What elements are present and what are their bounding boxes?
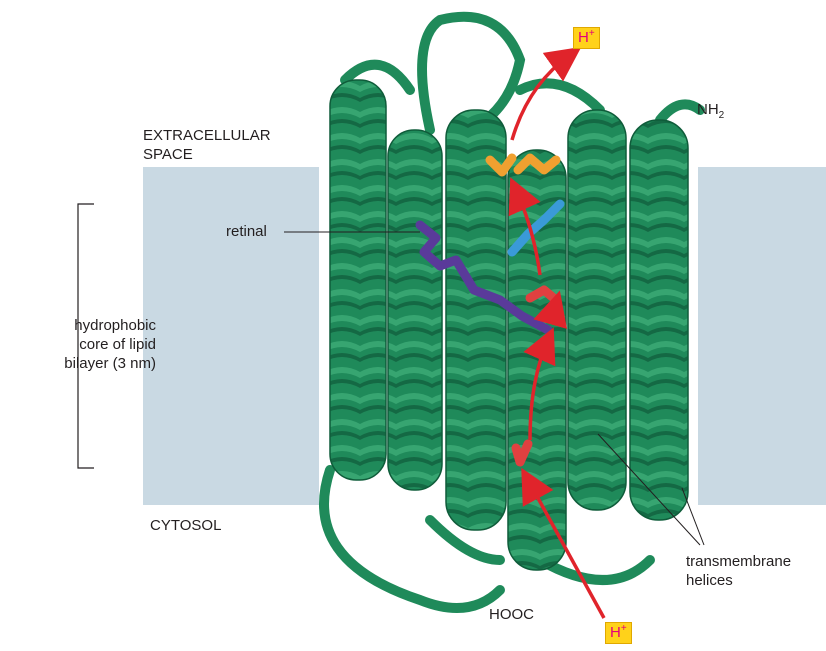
transmembrane-helices (330, 80, 688, 570)
nh2-label: NH2 (697, 100, 724, 121)
hooc-label: HOOC (489, 605, 534, 624)
extracellular-line-2: SPACE (143, 145, 271, 164)
cytosol-label: CYTOSOL (150, 516, 221, 535)
proton-charge: + (621, 623, 627, 634)
core-line-2: core of lipid (8, 335, 156, 354)
extracellular-label: EXTRACELLULAR SPACE (143, 126, 271, 164)
transmembrane-helices-label: transmembrane helices (686, 552, 791, 590)
helix-a (330, 80, 386, 480)
proton-symbol: H (610, 624, 621, 641)
proton-symbol: H (578, 29, 589, 46)
proton-badge-cytosolic: H+ (605, 622, 632, 644)
helix-f (630, 120, 688, 520)
helices-line-2: helices (686, 571, 791, 590)
helix-e (568, 110, 626, 510)
hydrophobic-core-label: hydrophobic core of lipid bilayer (3 nm) (8, 316, 156, 373)
helix-b (388, 130, 442, 490)
lipid-bilayer-left (143, 167, 319, 505)
proton-badge-extracellular: H+ (573, 27, 600, 49)
core-line-1: hydrophobic (8, 316, 156, 335)
retinal-label: retinal (226, 222, 267, 241)
proton-charge: + (589, 28, 595, 39)
helices-line-1: transmembrane (686, 552, 791, 571)
nh2-subscript: 2 (719, 110, 725, 121)
core-line-3: bilayer (3 nm) (8, 354, 156, 373)
lipid-bilayer-right (698, 167, 826, 505)
extracellular-line-1: EXTRACELLULAR (143, 126, 271, 145)
nh2-main: NH (697, 101, 719, 118)
